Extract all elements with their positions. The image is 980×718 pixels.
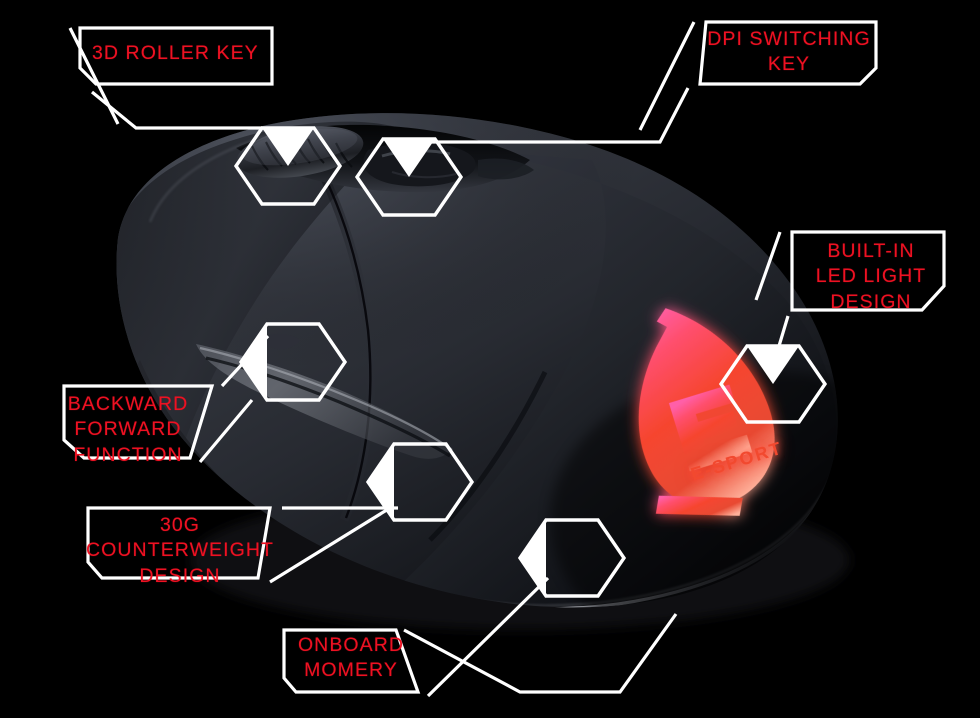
callout-label-onboard-momery: ONBOARD MOMERY: [290, 633, 412, 684]
esport-logo: [638, 308, 775, 516]
back-line-1: BACKWARD: [67, 393, 189, 415]
callout-onboard-momery[interactable]: [282, 576, 678, 698]
callout-overlay: [62, 20, 946, 698]
callout-dpi-switching-key[interactable]: [428, 20, 878, 144]
mouse-left-face: [116, 121, 400, 470]
weight-line-1: 30G: [159, 514, 201, 536]
callout-led-box: [790, 230, 946, 312]
marker-onboard-memory[interactable]: [517, 518, 627, 598]
callout-backward-box: [62, 384, 215, 460]
callout-memory-box: [282, 628, 421, 694]
callout-led-leader-a: [754, 231, 782, 301]
led-line-2: LED LIGHT: [815, 265, 927, 288]
dpi-line-1: DPI SWITCHING: [707, 28, 871, 50]
callout-counterweight-leader-b: [269, 506, 391, 584]
callout-label-dpi-switching-key: DPI SWITCHING KEY: [700, 27, 878, 78]
wheel-well-right-end: [478, 158, 534, 180]
callout-3d-roller-key[interactable]: [68, 26, 274, 130]
weight-line-3: DESIGN: [139, 564, 221, 587]
gaming-mouse-photo: [116, 113, 850, 630]
memory-line-2: MOMERY: [304, 659, 398, 682]
callout-label-3d-roller-key: 3D ROLLER KEY: [92, 42, 259, 64]
marker-led-light[interactable]: [718, 344, 828, 424]
back-line-2: FORWARD: [74, 418, 182, 441]
callout-dpi-switching-key-leader-b: [428, 87, 690, 144]
marker-roller-key[interactable]: [233, 126, 343, 206]
led-line-1: BUILT-IN: [827, 240, 915, 262]
mouse-right-button-seam: [428, 370, 548, 542]
marker-side-buttons[interactable]: [238, 322, 348, 402]
callout-backward-leader-b: [198, 398, 254, 464]
callout-3d-roller-key-leader-b: [90, 90, 262, 130]
marker-counterweight[interactable]: [365, 442, 475, 522]
led-line-3: DESIGN: [830, 290, 912, 313]
hex-markers: [233, 126, 828, 598]
callout-dpi-switching-key-box: [698, 20, 878, 86]
callout-30g-counterweight-design[interactable]: [86, 506, 398, 584]
back-line-3: FUNCTION: [73, 443, 183, 466]
dpi-line-2: KEY: [767, 53, 811, 76]
callout-counterweight-box: [86, 506, 272, 580]
marker-dpi-key[interactable]: [354, 137, 464, 217]
callout-dpi-switching-key-leader-a: [638, 21, 696, 131]
weight-line-2: COUNTERWEIGHT: [86, 539, 274, 562]
memory-line-1: ONBOARD: [297, 634, 405, 656]
callout-3d-roller-key-box: [78, 26, 274, 86]
mouse-button-split-core: [300, 135, 372, 519]
callout-memory-leader-b: [426, 576, 550, 698]
